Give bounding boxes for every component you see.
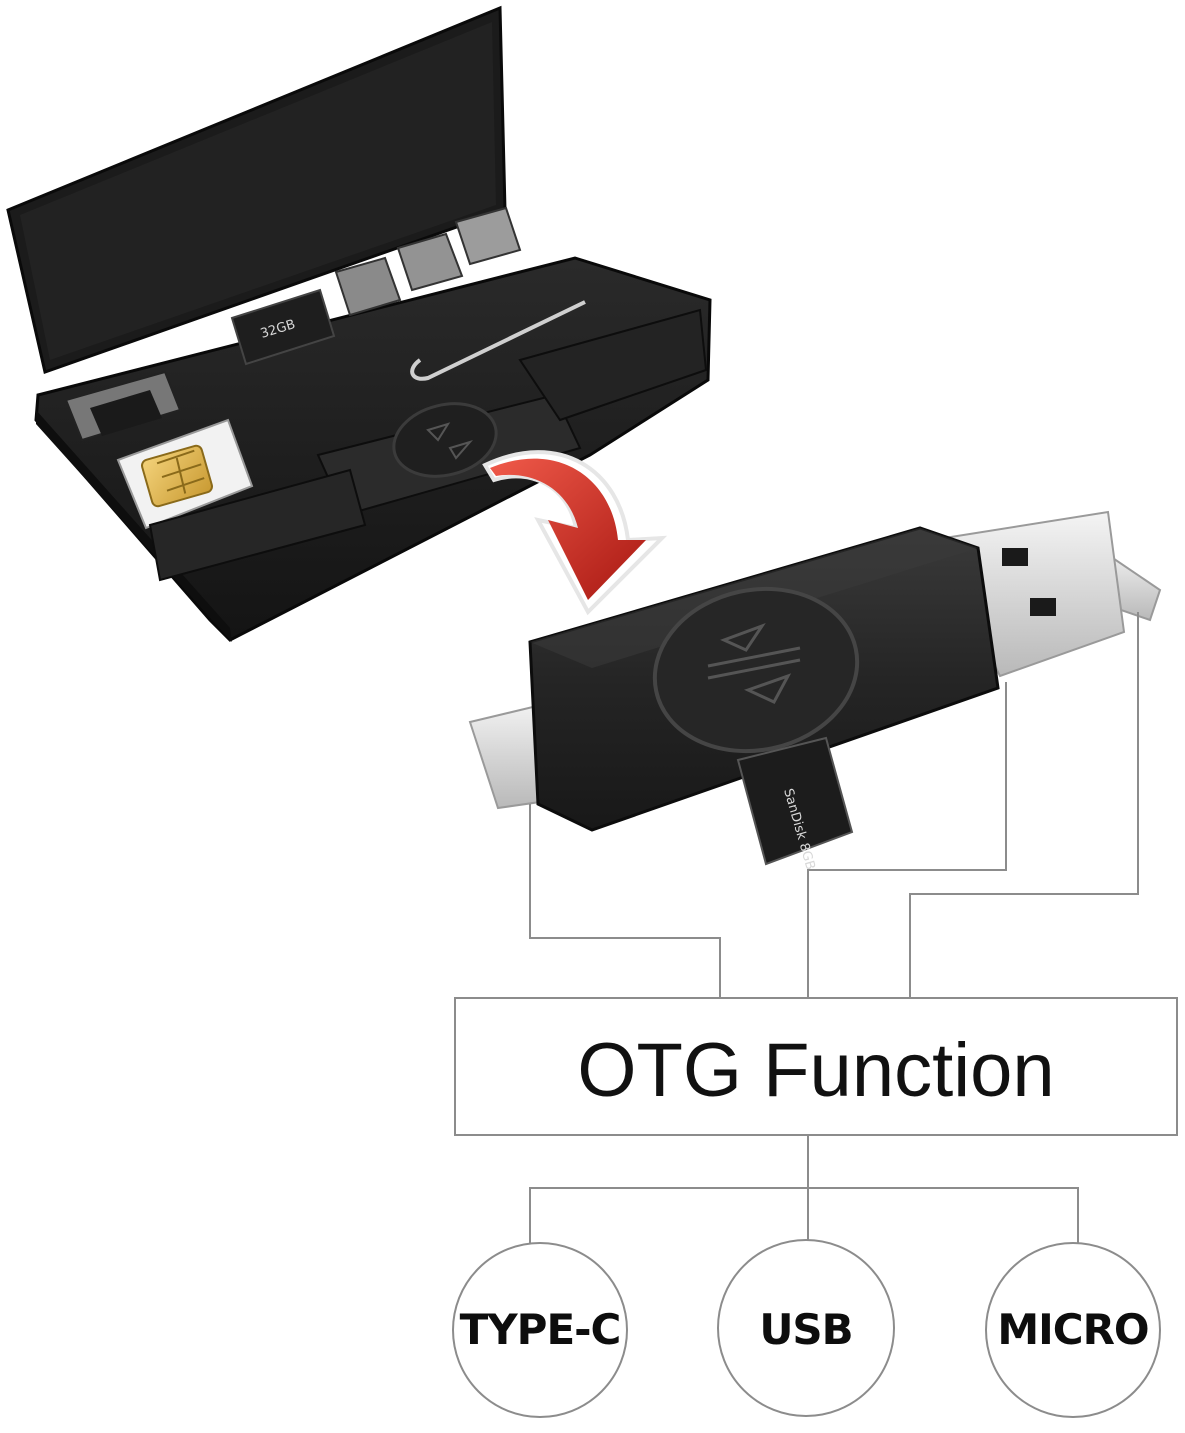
inserted-micro-sd-card: SanDisk 8GB (736, 736, 854, 872)
connector-lines (529, 612, 1139, 1246)
sim-eject-pin (410, 300, 586, 381)
port-micro: MICRO (985, 1242, 1161, 1418)
otg-function-box: OTG Function (454, 997, 1178, 1136)
port-label-usb: USB (759, 1305, 852, 1354)
switch-button (652, 586, 860, 754)
otg-adapter: SanDisk 8GB (468, 510, 1162, 872)
port-usb: USB (717, 1239, 895, 1417)
port-label-micro: MICRO (997, 1305, 1148, 1354)
stored-micro-sd-card: 32GB (230, 288, 336, 366)
port-label-type-c: TYPE-C (460, 1305, 621, 1354)
port-type-c: TYPE-C (452, 1242, 628, 1418)
sim-slots (64, 206, 522, 442)
case-adapter (316, 393, 582, 517)
otg-function-label: OTG Function (577, 1028, 1054, 1113)
card-storage-case: 32GB (6, 5, 712, 642)
transition-arrow (482, 450, 668, 616)
sim-card (116, 418, 254, 530)
